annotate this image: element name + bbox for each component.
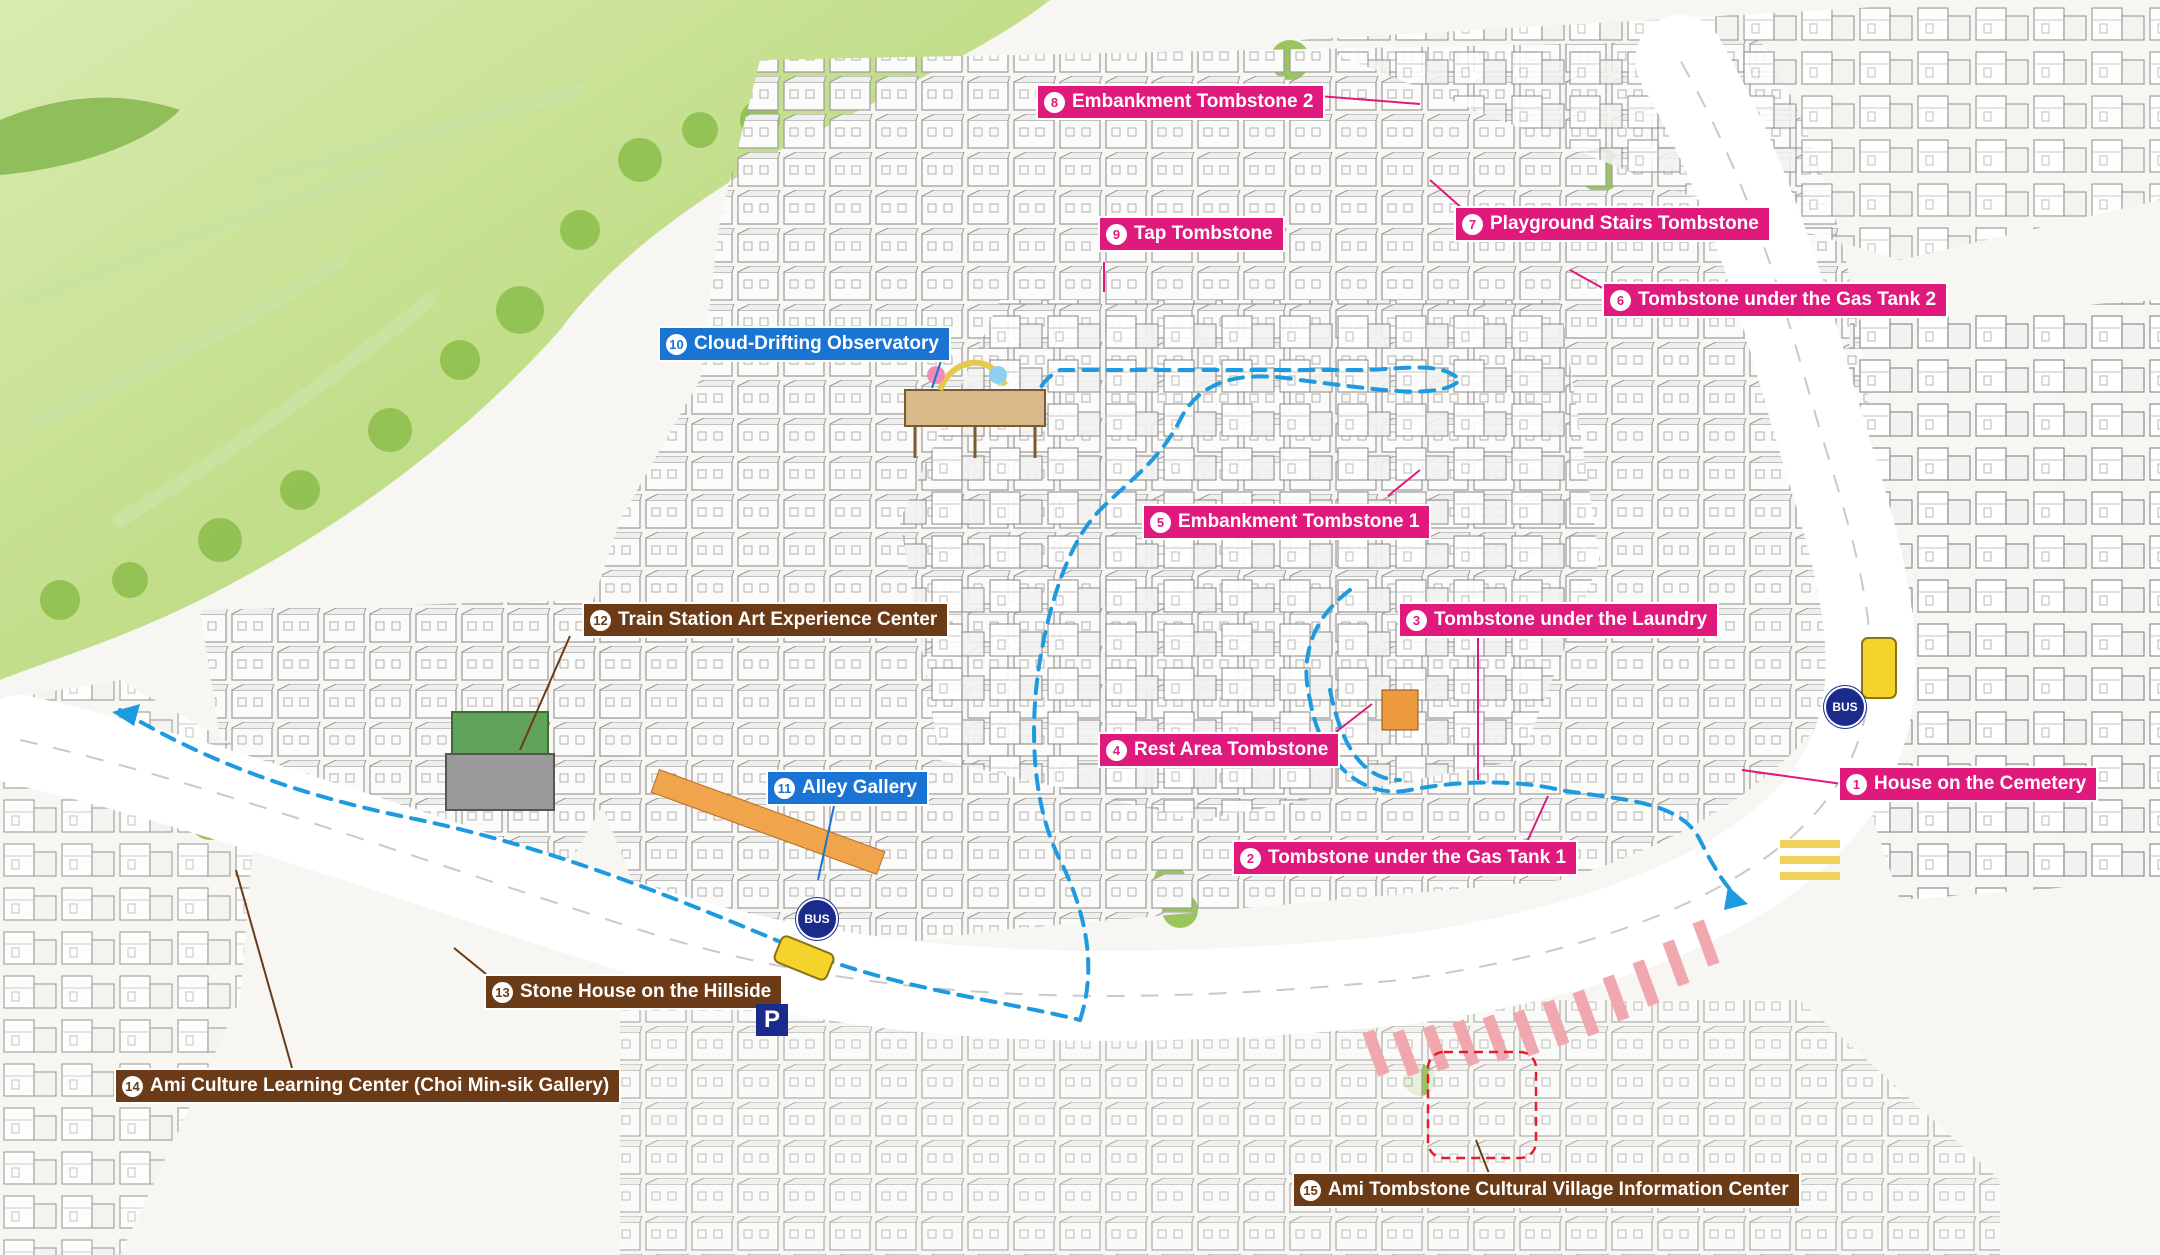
bus-stop-icon[interactable]: BUS [1824,686,1866,728]
landmark-name: Rest Area Tombstone [1134,739,1329,760]
gallery-strip [650,769,886,875]
route-arrow-left [112,704,140,726]
landmark-name: Tap Tombstone [1134,223,1273,244]
landmark-number: 3 [1406,609,1427,631]
landmark-name: Ami Tombstone Cultural Village Informati… [1328,1179,1789,1200]
landmark-number: 6 [1610,289,1631,311]
landmark-number: 7 [1462,213,1483,235]
bus-stop-label: BUS [1832,700,1858,714]
landmark-11-alley-gallery[interactable]: 11 Alley Gallery [768,772,928,804]
hillside [0,0,1050,680]
landmark-number: 10 [666,333,687,355]
landmark-12-train-station-art-experience-center[interactable]: 12 Train Station Art Experience Center [584,604,948,636]
landmark-name: Ami Culture Learning Center (Choi Min-si… [150,1075,610,1096]
landmark-9-tap-tombstone[interactable]: 9 Tap Tombstone [1100,218,1283,250]
parking-label: P [763,1006,780,1033]
landmark-1-house-on-the-cemetery[interactable]: 1 House on the Cemetery [1840,768,2097,800]
landmark-number: 1 [1846,773,1867,795]
landmark-name: Tombstone under the Laundry [1434,609,1708,630]
landmark-5-embankment-tombstone-1[interactable]: 5 Embankment Tombstone 1 [1144,506,1430,538]
landmark-15-information-center[interactable]: 15 Ami Tombstone Cultural Village Inform… [1294,1174,1799,1206]
landmark-number: 8 [1044,91,1065,113]
landmark-name: Playground Stairs Tombstone [1490,213,1759,234]
landmark-number: 2 [1240,847,1261,869]
landmark-6-tombstone-under-gas-tank-2[interactable]: 6 Tombstone under the Gas Tank 2 [1604,284,1947,316]
landmark-13-stone-house-on-the-hillside[interactable]: 13 Stone House on the Hillside [486,976,782,1008]
landmark-10-cloud-drifting-observatory[interactable]: 10 Cloud-Drifting Observatory [660,328,949,360]
bus-stop-icon[interactable]: BUS [796,898,838,940]
landmark-name: Tombstone under the Gas Tank 1 [1268,847,1567,868]
landmark-name: Tombstone under the Gas Tank 2 [1638,289,1937,310]
landmark-number: 14 [122,1075,143,1097]
landmark-name: Train Station Art Experience Center [618,609,938,630]
landmark-4-rest-area-tombstone[interactable]: 4 Rest Area Tombstone [1100,734,1339,766]
landmark-number: 12 [590,609,611,631]
crosswalk-yellow [1780,840,1840,880]
landmark-name: Alley Gallery [802,777,918,798]
landmark-2-tombstone-under-gas-tank-1[interactable]: 2 Tombstone under the Gas Tank 1 [1234,842,1577,874]
landmark-8-embankment-tombstone-2[interactable]: 8 Embankment Tombstone 2 [1038,86,1324,118]
landmark-number: 9 [1106,223,1127,245]
rest-area [1381,689,1419,731]
route-arrow-right [1724,886,1748,910]
landmark-14-ami-culture-learning-center[interactable]: 14 Ami Culture Learning Center (Choi Min… [116,1070,620,1102]
landmark-number: 11 [774,777,795,799]
train-station [445,711,555,811]
landmark-name: Embankment Tombstone 1 [1178,511,1420,532]
info-center-box [1426,1050,1538,1160]
crosswalk [1362,919,1720,1077]
landmark-7-playground-stairs-tombstone[interactable]: 7 Playground Stairs Tombstone [1456,208,1769,240]
landmark-name: Cloud-Drifting Observatory [694,333,939,354]
yellow-bus-1 [773,935,835,981]
yellow-bus-2 [1861,637,1897,699]
landmark-name: Embankment Tombstone 2 [1072,91,1314,112]
landmark-number: 4 [1106,739,1127,761]
walking-route [118,365,1742,1022]
landmark-3-tombstone-under-laundry[interactable]: 3 Tombstone under the Laundry [1400,604,1718,636]
landmark-number: 13 [492,981,513,1003]
landmark-number: 5 [1150,511,1171,533]
observatory-deck [904,359,1046,458]
leader-lines [235,95,1843,1177]
parking-icon[interactable]: P [756,1004,788,1036]
landmark-number: 15 [1300,1179,1321,1201]
bus-stop-label: BUS [804,912,830,926]
landmark-name: Stone House on the Hillside [520,981,772,1002]
landmark-name: House on the Cemetery [1874,773,2087,794]
